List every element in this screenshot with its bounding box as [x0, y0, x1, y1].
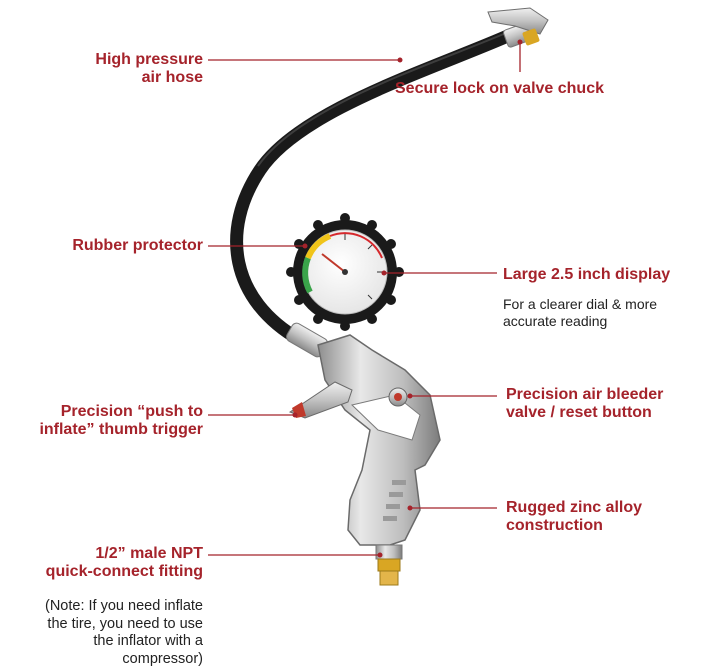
label-npt: 1/2” male NPT quick-connect fitting — [46, 545, 203, 581]
display-note: For a clearer dial & more accurate readi… — [503, 296, 657, 330]
label-zinc: Rugged zinc alloy construction — [506, 499, 642, 535]
label-hose-line2: air hose — [141, 69, 203, 86]
label-bleeder: Precision air bleeder valve / reset butt… — [506, 386, 663, 422]
label-chuck: Secure lock on valve chuck — [395, 80, 604, 98]
label-bleeder-line1: Precision air bleeder — [506, 386, 664, 403]
label-trigger-line1: Precision “push to — [60, 403, 203, 420]
display-note-line1: For a clearer dial & more — [503, 296, 658, 312]
label-hose-line1: High pressure — [95, 51, 203, 68]
bleeder-valve-button — [388, 387, 408, 407]
note-line2: the tire, you need to use — [47, 615, 203, 632]
compressor-note: (Note: If you need inflate the tire, you… — [45, 598, 203, 668]
label-npt-line1: 1/2” male NPT — [95, 545, 203, 562]
label-protector-line: Rubber protector — [72, 237, 203, 254]
valve-chuck — [487, 7, 549, 48]
label-display: Large 2.5 inch display — [503, 266, 670, 284]
inflator-gun-body — [317, 334, 441, 546]
leader-lines — [208, 42, 521, 556]
note-line1: (Note: If you need inflate — [45, 598, 203, 614]
thumb-trigger — [288, 381, 353, 419]
label-display-line: Large 2.5 inch display — [503, 266, 671, 283]
label-npt-line2: quick-connect fitting — [45, 563, 203, 580]
note-line4: compressor) — [122, 650, 203, 667]
label-hose: High pressure air hose — [95, 51, 203, 87]
note-line3: the inflator with a — [93, 633, 203, 649]
label-zinc-line2: construction — [506, 517, 603, 534]
pressure-gauge — [286, 213, 404, 331]
air-hose — [230, 28, 517, 347]
display-note-line2: accurate reading — [503, 313, 608, 329]
label-zinc-line1: Rugged zinc alloy — [506, 499, 643, 516]
label-protector: Rubber protector — [72, 237, 203, 255]
label-trigger-line2: inflate” thumb trigger — [39, 421, 203, 438]
label-bleeder-line2: valve / reset button — [506, 404, 652, 421]
label-trigger: Precision “push to inflate” thumb trigge… — [39, 403, 203, 439]
label-chuck-line: Secure lock on valve chuck — [395, 80, 604, 97]
npt-fitting — [375, 544, 403, 586]
